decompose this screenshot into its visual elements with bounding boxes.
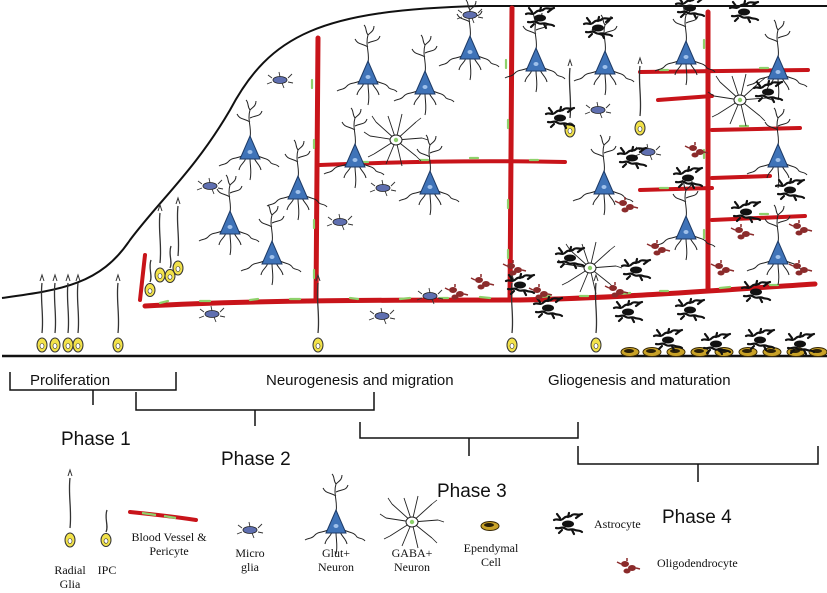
phase-3-label: Phase 3 [437,481,507,502]
legend-label-glut-neuron: Glut+Neuron [318,546,354,574]
legend-microglia-icon [236,521,264,539]
legend-ipc-icon [100,509,112,548]
phase-2-label: Phase 2 [221,449,291,470]
stage-label-gliogenesis: Gliogenesis and maturation [548,372,731,389]
legend-label-gaba-neuron: GABA+Neuron [391,546,433,574]
ependymal-group [620,327,827,357]
stage-brackets [9,372,819,482]
oligodendrocyte-group [444,141,813,301]
pericytes [158,38,780,305]
phase-1-label: Phase 1 [61,429,131,450]
legend-glut-neuron-icon [304,473,366,555]
glut-neuron-group [198,0,808,286]
legend-astrocyte-icon [552,511,584,536]
legend-oligodendrocyte-icon [616,557,641,575]
phase-4-label: Phase 4 [662,507,732,528]
legend-radial-glia-icon [64,469,76,548]
legend-icons [64,469,641,575]
legend-ependymal-icon [480,521,500,531]
legend-label-ipc: IPC [97,563,117,577]
cortex-outline [1,5,827,299]
legend-label-blood-vessel: Blood Vessel &Pericyte [131,530,207,558]
stage-label-proliferation: Proliferation [30,372,111,389]
legend-gaba-neuron-icon [379,495,445,549]
microglia-group [196,6,662,325]
legend-label-astrocyte: Astrocyte [594,517,641,531]
stage-label-neurogenesis: Neurogenesis and migration [266,372,454,389]
legend-label-oligodendrocyte: Oligodendrocyte [657,556,738,570]
bracket-phase-3 [359,422,579,456]
bracket-phase-1 [9,372,177,405]
bracket-phase-2 [135,392,375,426]
bracket-phase-4 [577,446,819,482]
legend-blood-vessel-icon [128,510,198,522]
